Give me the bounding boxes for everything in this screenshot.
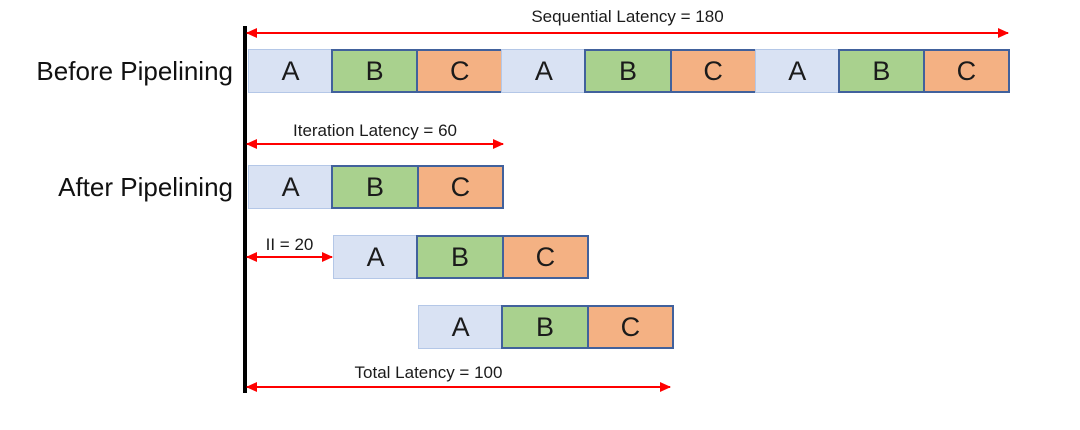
after-pipelining-row-1: A B C [248, 165, 504, 209]
stage-cell-c: C [416, 49, 504, 93]
right-arrowhead-icon [493, 139, 504, 149]
right-arrowhead-icon [998, 28, 1009, 38]
stage-cell-c: C [586, 305, 674, 349]
stage-cell-c: C [669, 49, 757, 93]
stage-cell-a: A [418, 305, 504, 349]
stage-cell-a: A [248, 165, 334, 209]
stage-cell-a: A [248, 49, 334, 93]
left-arrowhead-icon [246, 252, 257, 262]
iteration-latency-arrow [246, 139, 504, 149]
stage-cell-b: B [416, 235, 504, 279]
iteration-latency-label: Iteration Latency = 60 [293, 121, 457, 140]
stage-cell-b: B [837, 49, 925, 93]
after-pipelining-row-2: A B C [333, 235, 589, 279]
after-pipelining-label: After Pipelining [58, 172, 233, 202]
stage-cell-a: A [754, 49, 840, 93]
stage-cell-b: B [584, 49, 672, 93]
stage-cell-b: B [501, 305, 589, 349]
right-arrowhead-icon [322, 252, 333, 262]
sequential-latency-label: Sequential Latency = 180 [531, 7, 724, 26]
stage-cell-a: A [501, 49, 587, 93]
stage-cell-c: C [501, 235, 589, 279]
sequential-latency-arrow [246, 28, 1009, 38]
initiation-interval-label: II = 20 [265, 235, 314, 254]
total-latency-label: Total Latency = 100 [354, 363, 503, 382]
stage-cell-b: B [331, 49, 419, 93]
stage-cell-c: C [922, 49, 1010, 93]
stage-cell-b: B [331, 165, 419, 209]
after-pipelining-row-3: A B C [418, 305, 674, 349]
left-arrowhead-icon [246, 28, 257, 38]
left-arrowhead-icon [246, 382, 257, 392]
before-pipelining-row: A B C A B C A B C [248, 49, 1010, 93]
stage-cell-c: C [416, 165, 504, 209]
before-pipelining-label: Before Pipelining [36, 56, 233, 86]
total-latency-arrow [246, 382, 671, 392]
initiation-interval-arrow [246, 252, 333, 262]
right-arrowhead-icon [660, 382, 671, 392]
stage-cell-a: A [333, 235, 419, 279]
time-zero-bar [243, 26, 247, 393]
left-arrowhead-icon [246, 139, 257, 149]
